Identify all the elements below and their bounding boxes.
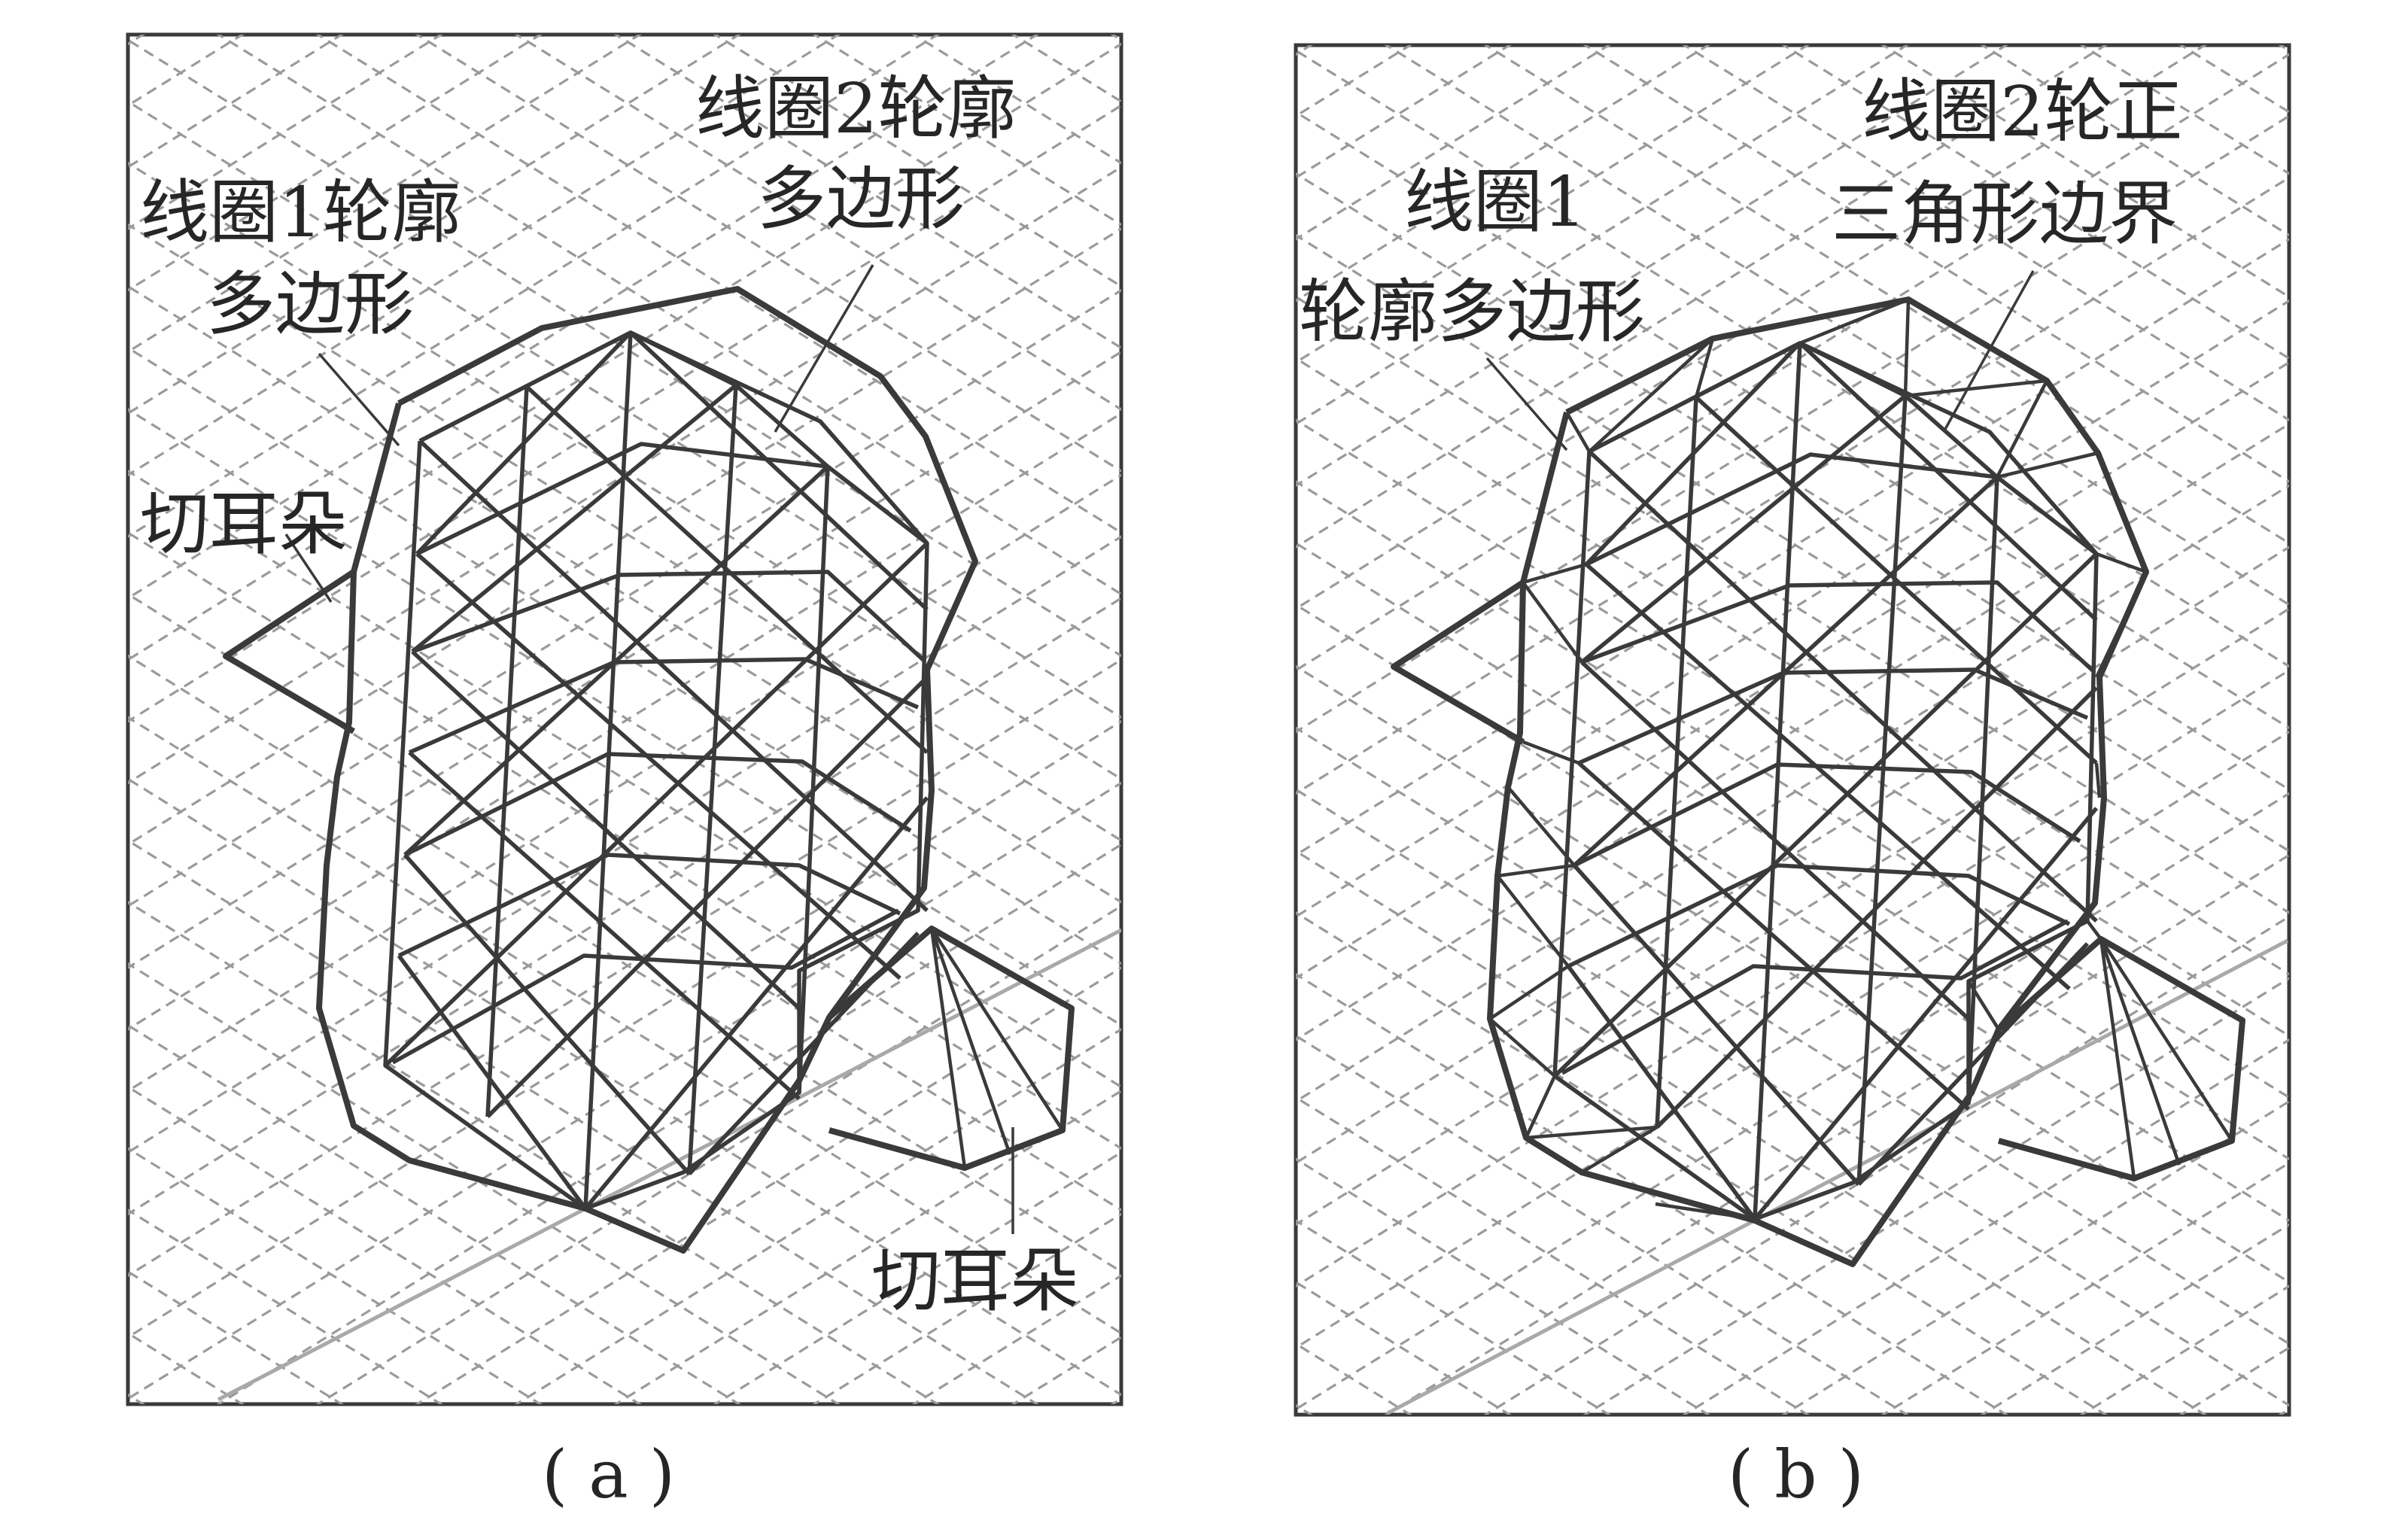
grid-line [1880, 45, 2289, 299]
panel-b-floor-line [1386, 938, 2289, 1415]
grid-line [0, 5, 93, 1434]
panel-a-caption: ( a ) [542, 1436, 675, 1513]
panel-a-coil1-leader [318, 352, 400, 447]
grid-line [128, 530, 1121, 1151]
panel-b-coil2-label-line2: 三角形边界 [1832, 174, 2178, 254]
panel-a-floor-line [217, 928, 1121, 1402]
grid-line [1880, 1161, 2289, 1415]
grid-line [1483, 915, 2289, 1415]
panel-b-frame [1294, 43, 2291, 1417]
panel-a-coil2-label-line2: 多边形 [757, 159, 965, 239]
grid-line [1296, 49, 2289, 668]
grid-line [1296, 664, 2289, 1284]
grid-line [0, 15, 68, 1445]
panel-b-ear-left [1391, 579, 1525, 745]
grid-line [1682, 1038, 2289, 1415]
grid-line [128, 346, 1121, 965]
grid-line [128, 284, 1121, 904]
grid-line [1296, 726, 2289, 1345]
grid-line [315, 35, 1121, 534]
grid-line [514, 1027, 1121, 1404]
grid-line [613, 1089, 1121, 1404]
panel-a-ear-left-leader [284, 534, 333, 603]
grid-line [613, 35, 1121, 350]
grid-line [1781, 45, 2289, 360]
panel-b-boundary-triangles [1488, 297, 2148, 1221]
grid-line [415, 35, 1121, 473]
grid-line [1296, 541, 2289, 1161]
grid-line [128, 100, 1121, 719]
grid-line [128, 654, 1121, 1273]
grid-line [1583, 977, 2289, 1415]
grid-line [1296, 792, 2289, 1411]
grid-line [128, 470, 1121, 1089]
grid-line [1583, 45, 2289, 483]
panel-a-coil1-label-line2: 多边形 [206, 264, 414, 345]
panel-b-ear-right-fan [2099, 938, 2233, 1179]
panel-b-coil2-label-line1: 线圈2轮正 [1862, 71, 2183, 152]
panel-a-coil1-label-line1: 线圈1轮廓 [140, 172, 461, 253]
grid-line [713, 1151, 1121, 1404]
grid-line [415, 966, 1121, 1404]
panel-a-ear-right-fan [929, 927, 1064, 1169]
panel-a-coil2-leader [774, 264, 874, 433]
grid-line [514, 35, 1121, 412]
grid-line [128, 716, 1121, 1335]
panel-b-coil1-label-line1: 线圈1 [1404, 162, 1587, 242]
grid-line [0, 15, 68, 1445]
panel-b-ear-right [1996, 936, 2245, 1181]
panel-a-ear-left-label: 切耳朵 [140, 484, 348, 564]
grid-line [1296, 357, 2289, 976]
grid-line [216, 843, 1121, 1404]
panel-b: 线圈2轮正 三角形边界 线圈1 轮廓多边形 [0, 15, 2408, 1445]
grid-line [1384, 45, 2289, 606]
grid-line [128, 719, 1121, 1339]
grid-line [128, 38, 1121, 658]
grid-line [1296, 172, 2289, 792]
grid-line [1296, 730, 2289, 1349]
grid-line [1483, 45, 2289, 545]
panel-b-background-grid [0, 15, 2408, 1445]
panel-a-coil2-label-line1: 线圈2轮廓 [695, 68, 1017, 149]
grid-line [2355, 5, 2408, 1434]
panel-a-frame [126, 32, 1123, 1406]
panel-a-ear-left [223, 569, 356, 734]
grid-line [1296, 111, 2289, 730]
grid-line [216, 35, 1121, 596]
grid-line [315, 904, 1121, 1404]
grid-line [1384, 853, 2289, 1415]
grid-line [1296, 418, 2289, 1038]
grid-line [1296, 295, 2289, 914]
grid-line [1296, 480, 2289, 1099]
grid-line [0, 5, 93, 1434]
grid-line [713, 35, 1121, 288]
panel-b-coil1-leader [1485, 357, 1568, 451]
panel-b-coil1-label-line2: 轮廓多边形 [1299, 272, 1645, 352]
grid-line [1781, 1099, 2289, 1415]
panel-a-coil2-mesh [383, 330, 929, 1211]
panel-b-caption: ( b ) [1728, 1436, 1864, 1513]
grid-line [2331, 15, 2408, 1445]
grid-line [128, 223, 1121, 842]
grid-line [2355, 5, 2408, 1434]
panel-b-coil2-leader [1943, 270, 2035, 431]
panel-a-ear-right-label: 切耳朵 [871, 1241, 1079, 1321]
panel-a: 线圈2轮廓 多边形 线圈1轮廓 多边形 切耳朵 切耳朵 [0, 5, 2408, 1434]
grid-line [1682, 45, 2289, 422]
grid-line [128, 161, 1121, 781]
panel-a-background-grid [0, 5, 2408, 1434]
panel-a-ear-right [827, 926, 1075, 1171]
panel-b-coil2-mesh [1552, 341, 2099, 1221]
grid-line [2331, 15, 2408, 1445]
grid-line [128, 408, 1121, 1027]
grid-line [128, 781, 1121, 1400]
